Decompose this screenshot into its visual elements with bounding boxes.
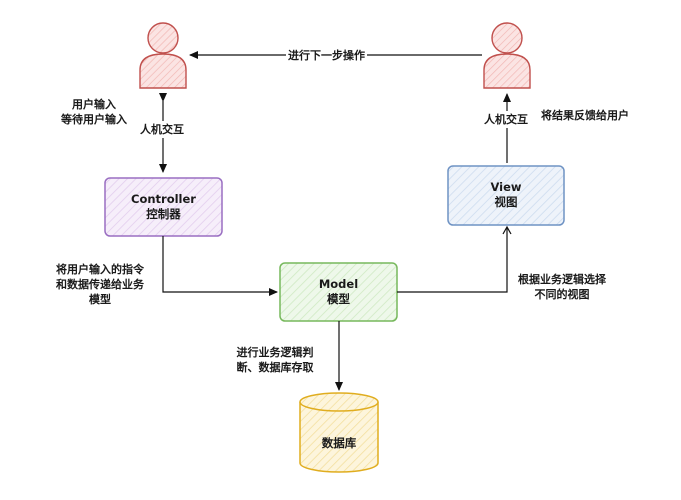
view-subtitle: 视图	[494, 195, 518, 209]
label-user-input: 用户输入 等待用户输入	[61, 98, 127, 126]
model-title: Model	[318, 277, 359, 291]
label-business-logic: 进行业务逻辑判 断、数据库存取	[236, 346, 314, 374]
label-select-view: 根据业务逻辑选择 不同的视图	[518, 273, 606, 301]
label-next-step: 进行下一步操作	[286, 48, 367, 63]
database-label: 数据库	[321, 436, 357, 450]
model-label: Model 模型	[280, 277, 397, 307]
controller-label: Controller 控制器	[105, 192, 222, 222]
controller-subtitle: 控制器	[146, 207, 181, 221]
view-box	[447, 165, 565, 226]
user-left-icon	[139, 22, 187, 89]
controller-title: Controller	[131, 192, 196, 206]
label-hci-right: 人机交互	[483, 111, 529, 128]
arrow-model-to-view	[397, 225, 512, 293]
database-cylinder	[299, 392, 379, 473]
user-right-icon	[483, 22, 531, 89]
label-pass-input: 将用户输入的指令 和数据传递给业务 模型	[56, 263, 144, 306]
label-hci-left: 人机交互	[139, 121, 185, 138]
view-label: View 视图	[448, 180, 564, 210]
model-subtitle: 模型	[327, 292, 350, 306]
view-title: View	[490, 180, 522, 194]
arrow-controller-to-model	[162, 236, 278, 296]
label-feedback: 将结果反馈给用户	[541, 109, 629, 122]
